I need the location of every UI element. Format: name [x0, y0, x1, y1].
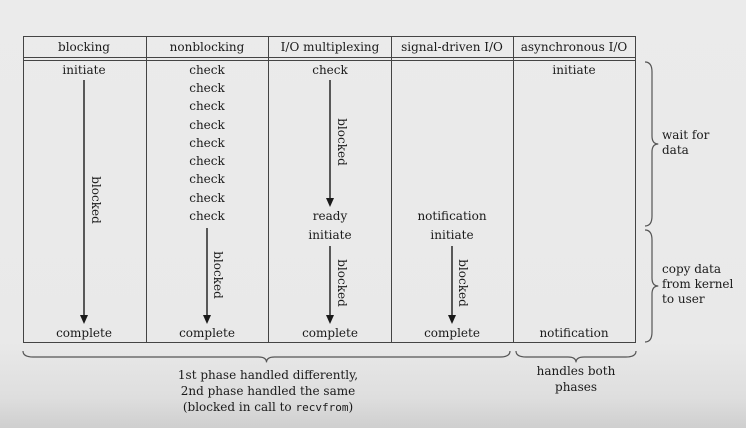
signal-blocked-label: blocked: [456, 259, 470, 307]
nonblocking-check-4: check: [189, 118, 225, 132]
nonblocking-check-7: check: [189, 172, 225, 186]
handles-both-line-1: handles both: [536, 364, 616, 378]
header-asynchronous-io: asynchronous I/O: [520, 40, 628, 54]
signal-complete: complete: [424, 326, 480, 340]
signal-arrow-head: [448, 315, 456, 324]
nonblocking-check-1: check: [189, 63, 225, 77]
signal-notification: notification: [417, 209, 487, 223]
nonblocking-complete: complete: [179, 326, 235, 340]
wait-for-data-line-1: wait for: [662, 128, 710, 142]
recvfrom-code: recvfrom: [295, 401, 349, 414]
wait-for-data-line-2: data: [662, 143, 689, 157]
blocking-blocked-label: blocked: [89, 176, 103, 224]
nonblocking-check-5: check: [189, 136, 225, 150]
header-nonblocking: nonblocking: [169, 40, 245, 54]
async-initiate: initiate: [552, 63, 596, 77]
nonblocking-check-6: check: [189, 154, 225, 168]
multiplexing-initiate: initiate: [308, 228, 352, 242]
multiplexing-blocked-label-2: blocked: [335, 259, 349, 307]
copy-data-line-3: to user: [662, 292, 705, 306]
wait-for-data-label: wait for data: [662, 128, 709, 158]
multiplexing-check: check: [312, 63, 348, 77]
first-phase-line-3: (blocked in call to recvfrom): [178, 399, 358, 416]
nonblocking-check-9: check: [189, 209, 225, 223]
handles-both-caption: handles both phases: [537, 363, 616, 395]
nonblocking-arrow-head: [203, 315, 211, 324]
multiplexing-arrow-1-head: [326, 198, 334, 207]
handles-both-brace: [515, 350, 637, 363]
copy-data-label: copy data from kernel to user: [662, 262, 733, 307]
nonblocking-check-2: check: [189, 81, 225, 95]
first-phase-line-3-post: ): [348, 400, 354, 414]
multiplexing-ready: ready: [312, 209, 348, 223]
first-phase-line-2: 2nd phase handled the same: [180, 384, 356, 398]
copy-data-brace: [644, 229, 659, 343]
nonblocking-blocked-label: blocked: [211, 251, 225, 299]
first-phase-line-3-pre: (blocked in call to: [182, 400, 296, 414]
multiplexing-arrow-2-head: [326, 315, 334, 324]
async-notification: notification: [539, 326, 609, 340]
blocking-initiate: initiate: [62, 63, 106, 77]
handles-both-line-2: phases: [555, 380, 597, 394]
multiplexing-complete: complete: [302, 326, 358, 340]
nonblocking-check-3: check: [189, 99, 225, 113]
blocking-arrow-head: [80, 315, 88, 324]
copy-data-line-2: from kernel: [662, 277, 734, 291]
header-signal-driven-io: signal-driven I/O: [401, 40, 503, 54]
blocking-complete: complete: [56, 326, 112, 340]
nonblocking-check-8: check: [189, 191, 225, 205]
first-phase-line-1: 1st phase handled differently,: [177, 368, 359, 382]
first-phase-caption: 1st phase handled differently, 2nd phase…: [178, 367, 358, 416]
first-phase-brace: [22, 350, 511, 363]
wait-for-data-brace: [644, 61, 659, 227]
header-blocking: blocking: [58, 40, 110, 54]
copy-data-line-1: copy data: [662, 262, 722, 276]
signal-initiate: initiate: [430, 228, 474, 242]
header-io-multiplexing: I/O multiplexing: [280, 40, 380, 54]
table-frame: [23, 36, 636, 343]
multiplexing-blocked-label-1: blocked: [335, 118, 349, 166]
